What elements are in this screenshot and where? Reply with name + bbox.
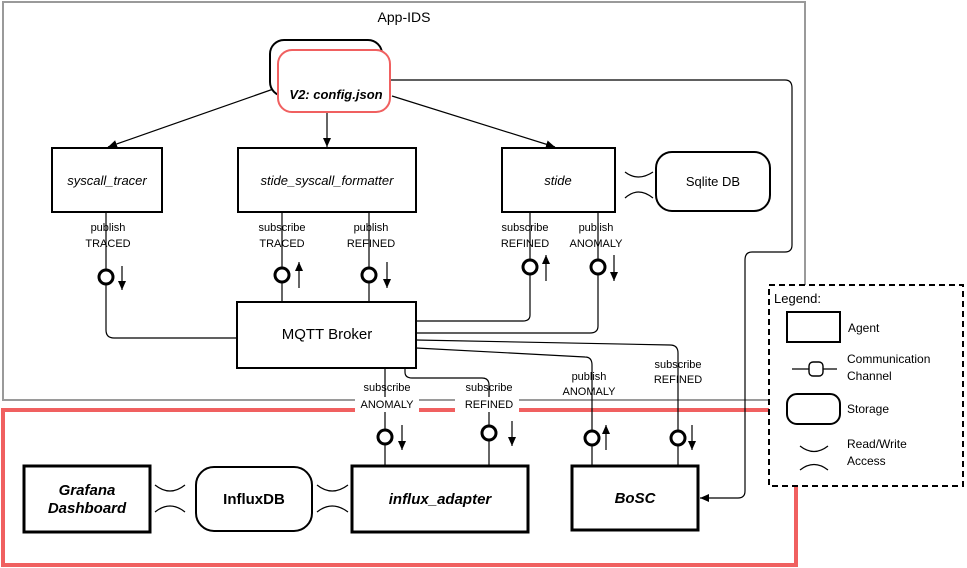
storage-sqlite-label: Sqlite DB (686, 174, 740, 189)
channel-influx-sub-anomaly: subscribe ANOMALY (355, 382, 419, 412)
legend-channel-label-line2: Channel (847, 369, 892, 383)
channel-ring (521, 258, 539, 276)
channel-formatter-pub-topic: REFINED (347, 238, 395, 250)
legend-agent-swatch (786, 311, 841, 343)
agent-stide-label: stide (544, 173, 571, 188)
channel-influx-sub-anomaly-topic: ANOMALY (361, 399, 415, 411)
channel-influx-sub-refined: subscribe REFINED (455, 382, 519, 412)
config-label: V2: config.json (289, 87, 382, 102)
legend-rw-label-line1: Read/Write (847, 437, 907, 451)
config-storage-front (277, 49, 391, 113)
channel-formatter-pub-action: publish (354, 222, 389, 234)
agent-mqtt-broker (236, 301, 417, 369)
legend-rw-arc-top (799, 445, 829, 453)
app-ids-label: App-IDS (378, 9, 431, 25)
agent-stide (501, 147, 616, 213)
agent-grafana-dashboard (22, 464, 152, 534)
agent-stide-syscall-formatter-label: stide_syscall_formatter (261, 173, 395, 188)
channel-ring (273, 266, 291, 284)
channel-influx-sub-refined-topic: REFINED (465, 399, 513, 411)
legend: Legend: Agent Communication Channel Stor… (768, 284, 964, 487)
channel-ring (480, 424, 498, 442)
channel-bosc-pub-action: publish (572, 371, 607, 383)
channel-stide-sub: subscribe REFINED (501, 222, 549, 250)
storage-sqlite (655, 151, 771, 212)
channel-ring (97, 268, 115, 286)
channel-formatter-pub: publish REFINED (347, 222, 395, 250)
channel-stide-pub-topic: ANOMALY (570, 238, 624, 250)
channel-tracer-pub: publish TRACED (85, 222, 130, 250)
legend-agent-label: Agent (848, 321, 880, 335)
channel-formatter-sub-topic: TRACED (259, 238, 304, 250)
agent-syscall-tracer-label: syscall_tracer (67, 173, 147, 188)
channel-ring (669, 429, 687, 447)
channel-markers (97, 255, 696, 450)
legend-channel-label-line1: Communication (847, 352, 930, 366)
agent-bosc-label: BoSC (615, 490, 657, 507)
channel-ring (589, 258, 607, 276)
channel-bosc-sub-action: subscribe (654, 359, 701, 371)
channel-ring (360, 266, 378, 284)
legend-channel-swatch (808, 361, 824, 377)
legend-title: Legend: (774, 291, 821, 306)
channel-tracer-pub-topic: TRACED (85, 238, 130, 250)
agent-stide-syscall-formatter (237, 147, 417, 213)
storage-influxdb (195, 466, 313, 532)
channel-tracer-pub-action: publish (91, 222, 126, 234)
agent-influx-adapter (350, 464, 530, 534)
channel-bosc-sub-topic: REFINED (654, 374, 702, 386)
agent-mqtt-broker-label: MQTT Broker (282, 326, 373, 343)
legend-storage-label: Storage (847, 402, 889, 416)
channel-formatter-sub: subscribe TRACED (258, 222, 305, 250)
channel-ring (583, 429, 601, 447)
channel-stide-sub-topic: REFINED (501, 238, 549, 250)
agent-grafana-label-line1: Grafana (59, 482, 116, 499)
agent-influx-adapter-label: influx_adapter (389, 491, 493, 508)
channel-ring (376, 428, 394, 446)
channel-bosc-pub-topic: ANOMALY (563, 386, 617, 398)
legend-rw-arc-bottom (799, 463, 829, 471)
channel-influx-sub-anomaly-action: subscribe (363, 382, 410, 394)
config-storage: V2: config.json (269, 39, 391, 113)
channel-stide-pub-action: publish (579, 222, 614, 234)
channel-stide-pub: publish ANOMALY (570, 222, 624, 250)
legend-storage-swatch (786, 393, 841, 425)
channel-stide-sub-action: subscribe (501, 222, 548, 234)
channel-bosc-sub: subscribe REFINED (654, 359, 702, 386)
legend-rw-label-line2: Access (847, 454, 886, 468)
storage-influxdb-label: InfluxDB (223, 491, 285, 508)
agent-grafana-label-line2: Dashboard (48, 500, 127, 517)
channel-influx-sub-refined-action: subscribe (465, 382, 512, 394)
connection-lines (105, 79, 793, 513)
channel-bosc-pub: publish ANOMALY (563, 371, 617, 398)
channel-formatter-sub-action: subscribe (258, 222, 305, 234)
agent-syscall-tracer (51, 147, 163, 213)
agent-bosc (570, 464, 700, 532)
